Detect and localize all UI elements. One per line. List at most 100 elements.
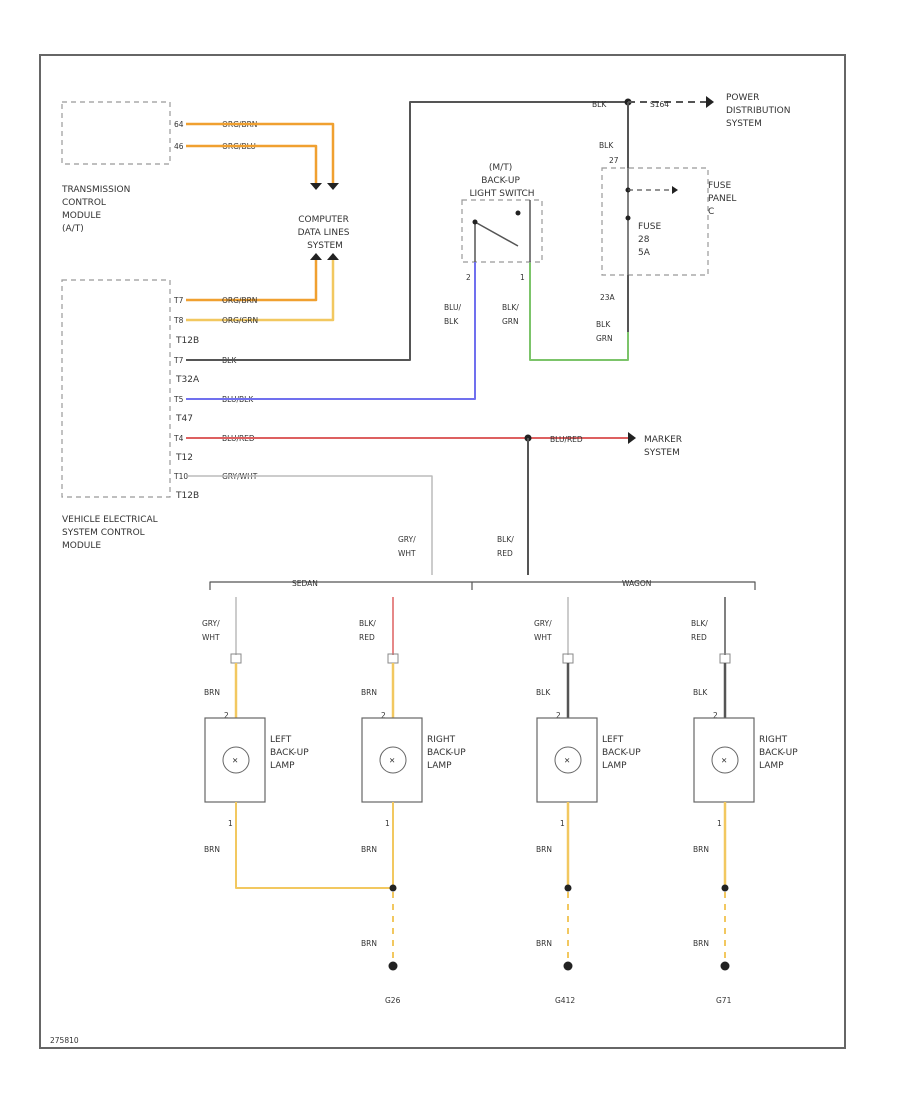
variant-bracket [209,581,756,590]
ground-2-icon [563,961,573,971]
tcm-pin-1: 64 [174,120,184,129]
fuse-node-bottom [625,215,631,221]
lamp-1-out-color: BRN [204,845,220,854]
lamp-1-bulb-glyph: ✕ [232,756,238,765]
tcm-data-wire-2 [186,144,318,183]
lamp-4-mid-color: BLK [693,688,708,697]
switch-pin-right: 1 [520,273,525,282]
fuse-label: FUSE 28 5A [638,222,664,258]
gry-wht-wire [186,475,433,575]
switch-wire-right: BLK/ GRN [502,303,521,326]
lamp-2-bulb-icon [379,746,407,774]
vesc-pin-5: T4 [173,434,184,443]
fuse-bottom-pin: 23A [600,293,616,302]
lamp-4-body [693,717,755,803]
blk-power-wire [186,101,628,361]
switch-contact-point [515,210,521,216]
vesc-wire-color-1: ORG/BRN [222,296,257,305]
lamp-1-mid-color: BRN [204,688,220,697]
vesc-connector-2: T32A [175,375,200,385]
lamp-4-in-wire: BLK/RED [691,619,708,642]
power-arrow [706,96,714,108]
variant-left: SEDAN [292,579,318,588]
switch-blue-wire [186,262,476,400]
vesc-pin-3: T7 [173,356,184,365]
lamp-1-body [204,717,266,803]
mid-wire-left: GRY/ WHT [398,535,418,558]
tcm-label: TRANSMISSION CONTROL MODULE (A/T) [61,185,133,234]
lamp-1-ground-wire [235,802,393,889]
lamp-4-bulb-glyph: ✕ [721,756,727,765]
switch-wire-left: BLU/ BLK [444,303,463,326]
lamp-4-out-color: BRN [693,845,709,854]
fuse-panel-label: FUSE PANEL C [708,181,739,217]
vesc-pin-4: T5 [173,395,184,404]
lamp-2-pin-bot: 1 [385,819,390,828]
switch-green-wire [529,262,629,361]
lamp-3-body [536,717,598,803]
power-wire-color: BLK [592,100,607,109]
lamp-3-pin-top: 2 [556,711,561,720]
lamp-2-mid-color: BRN [361,688,377,697]
vesc-wire-color-2: ORG/GRN [222,316,258,325]
fuse-branch-arrow [672,186,678,194]
fuse-top-pin: 27 [609,156,619,165]
ground-3-icon [720,961,730,971]
data-lines-label: COMPUTER DATA LINES SYSTEM [298,215,353,251]
lamp-1-terminal [230,653,242,664]
tcm-pin-2: 46 [174,142,184,151]
ground-2-wire: BRN [536,939,552,948]
ground-1-label: G26 [385,996,401,1005]
lamp-1-bulb-icon [222,746,250,774]
vesc-data-wire-2 [186,260,335,322]
lamp-1-pin-bot: 1 [228,819,233,828]
vesc-connector-3: T47 [175,414,193,424]
switch-pin-left: 2 [466,273,471,282]
lamp-4-terminal [719,653,731,664]
vesc-pin-2: T8 [173,316,184,325]
lamp-3-terminal [562,653,574,664]
switch-pivot [472,219,478,225]
vesc-data-arrow-2 [327,253,339,260]
variant-right: WAGON [622,579,651,588]
ground-splice-1 [389,884,397,892]
lamp-4-bulb-icon [711,746,739,774]
vesc-box [61,279,171,498]
lamp-2-pin-top: 2 [381,711,386,720]
fuse-bottom-wire: BLK GRN [596,320,613,343]
vesc-pin-6: T10 [173,472,188,481]
lamp-4-pin-top: 2 [713,711,718,720]
lamp-2-out-color: BRN [361,845,377,854]
vesc-connector-4: T12 [175,453,193,463]
tcm-data-wire-1 [186,122,335,183]
lamp-3-out-color: BRN [536,845,552,854]
tcm-box [61,101,171,165]
lamp-2-in-wire: BLK/RED [359,619,376,642]
ground-3-label: G71 [716,996,732,1005]
lamp-2-body [361,717,423,803]
lamp-2-terminal [387,653,399,664]
marker-arrow [628,432,636,444]
vesc-connector-5: T12B [175,491,199,501]
ground-splice-3 [721,884,729,892]
marker-label: MARKER SYSTEM [644,435,685,458]
ground-1-icon [388,961,398,971]
power-label: POWER DISTRIBUTION SYSTEM [726,93,793,129]
tcm-data-arrow-1 [310,183,322,190]
power-connector: S164 [650,100,669,109]
lamp-3-mid-color: BLK [536,688,551,697]
marker-wire-color: BLU/RED [550,435,583,444]
lamp-3-pin-bot: 1 [560,819,565,828]
vesc-data-arrow-1 [310,253,322,260]
ground-1-wire: BRN [361,939,377,948]
tcm-data-arrow-2 [327,183,339,190]
fuse-top-wire: BLK [599,141,614,150]
vesc-data-wire-1 [186,260,318,302]
